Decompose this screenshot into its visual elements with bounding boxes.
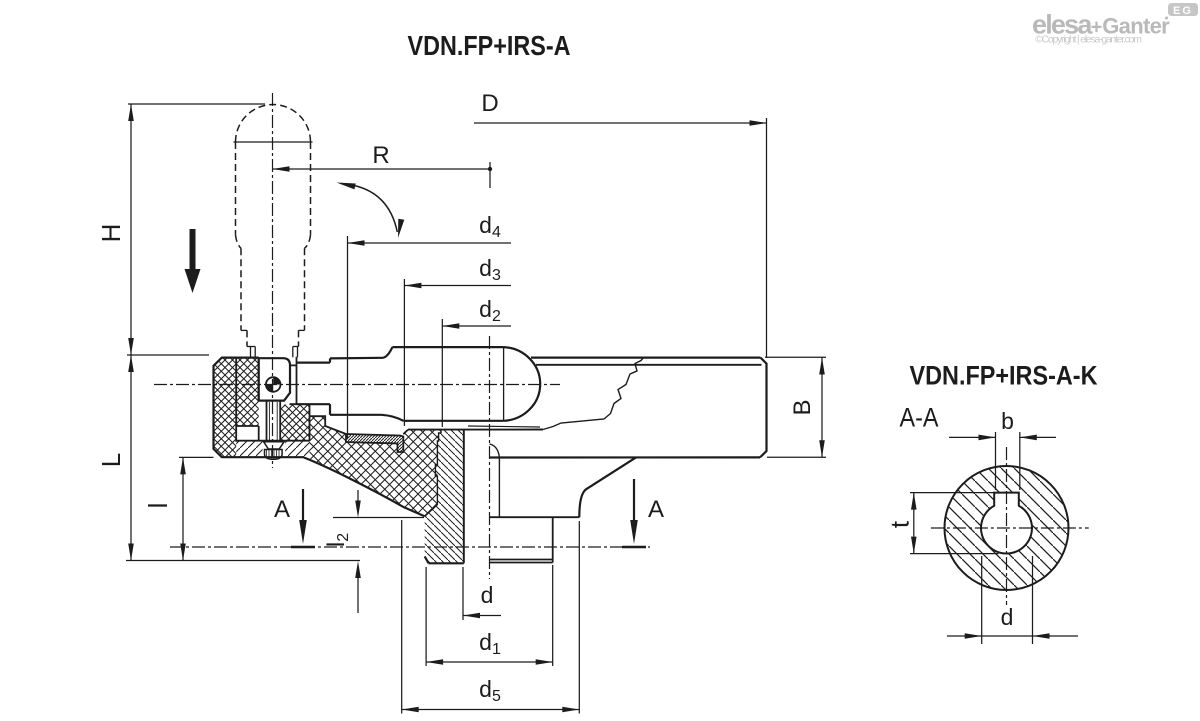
- svg-text:t: t: [885, 520, 915, 528]
- svg-text:d: d: [1001, 604, 1014, 630]
- svg-text:VDN.FP+IRS-A-K: VDN.FP+IRS-A-K: [910, 361, 1098, 391]
- svg-text:d: d: [481, 582, 494, 608]
- svg-text:A-A: A-A: [900, 403, 939, 433]
- svg-text:l: l: [143, 503, 173, 509]
- svg-text:B: B: [789, 399, 816, 415]
- svg-text:L: L: [96, 453, 126, 467]
- svg-text:©Copyright | elesa-ganter.com: ©Copyright | elesa-ganter.com: [1035, 34, 1142, 46]
- svg-text:A: A: [274, 496, 290, 523]
- svg-text:VDN.FP+IRS-A: VDN.FP+IRS-A: [408, 30, 571, 61]
- svg-text:H: H: [96, 224, 126, 243]
- svg-text:D: D: [481, 90, 498, 117]
- svg-text:R: R: [372, 142, 389, 169]
- svg-text:A: A: [648, 496, 664, 523]
- svg-text:b: b: [1001, 408, 1014, 434]
- svg-text:EG: EG: [1173, 5, 1193, 17]
